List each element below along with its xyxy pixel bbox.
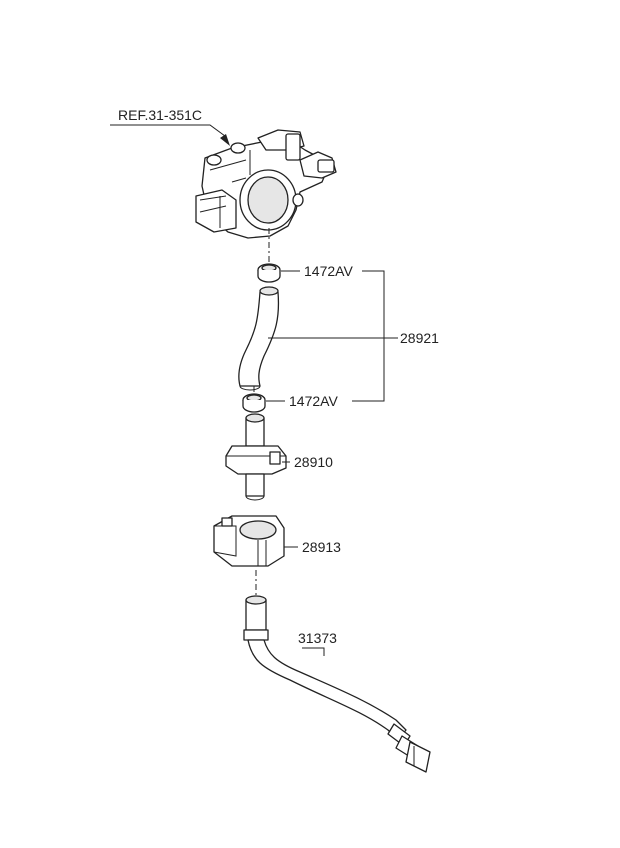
purge-valve <box>225 413 287 501</box>
clamp-upper-label: 1472AV <box>304 263 353 279</box>
ref-leader <box>110 124 230 146</box>
hose-label: 28921 <box>400 330 439 346</box>
pipe-leader <box>302 647 325 656</box>
vapor-pipe <box>243 595 431 773</box>
hose-bracket-line <box>352 270 385 402</box>
bracket-label: 28913 <box>302 539 341 555</box>
ref-label: REF.31-351C <box>118 107 202 123</box>
clamp-lower-label: 1472AV <box>289 393 338 409</box>
clamp-lower <box>242 393 266 413</box>
throttle-body <box>195 129 337 239</box>
pipe-label: 31373 <box>298 630 337 646</box>
valve-bracket <box>213 515 285 567</box>
valve-label: 28910 <box>294 454 333 470</box>
clamp-upper <box>257 263 281 283</box>
hose <box>238 286 280 391</box>
